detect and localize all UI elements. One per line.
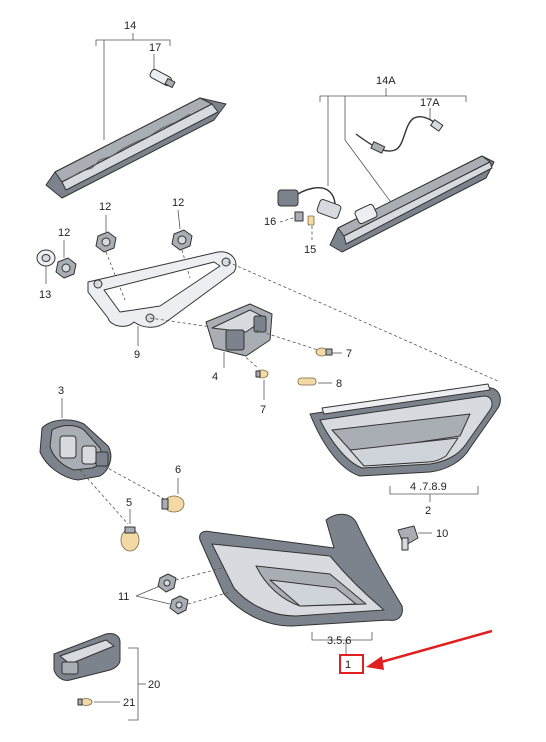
label-10[interactable]: 10	[436, 528, 448, 540]
part-17-bulb	[149, 68, 176, 89]
part-13-washer	[36, 249, 56, 267]
part-14-brake-light	[45, 68, 227, 199]
part-8-bulb	[297, 377, 317, 386]
label-13[interactable]: 13	[39, 289, 51, 301]
label-8[interactable]: 8	[336, 378, 342, 390]
part-17A-wiring	[355, 116, 444, 154]
label-9[interactable]: 9	[134, 349, 140, 361]
part-1-highlight-box	[339, 654, 364, 674]
bracket-14A	[319, 95, 467, 102]
part-7-bulb-b	[255, 369, 269, 379]
label-7b[interactable]: 7	[260, 404, 266, 416]
part-14A-brake-light	[329, 155, 495, 253]
label-6[interactable]: 6	[175, 464, 181, 476]
part-7-bulb-a	[315, 347, 333, 357]
highlight-arrow	[366, 629, 493, 670]
label-14[interactable]: 14	[124, 20, 136, 32]
part-12-nut-c	[55, 257, 77, 279]
part-16-harness	[277, 187, 342, 226]
label-15[interactable]: 15	[304, 244, 316, 256]
label-3[interactable]: 3	[58, 385, 64, 397]
part-12-nut-a	[95, 231, 117, 253]
label-16[interactable]: 16	[264, 216, 276, 228]
part-9-gasket	[87, 251, 237, 328]
bracket-1	[311, 632, 373, 641]
label-20[interactable]: 20	[148, 679, 160, 691]
part-11-nut-b	[169, 595, 189, 615]
part-12-nut-b	[171, 229, 193, 251]
label-2[interactable]: 2	[425, 505, 431, 517]
part-10-screw	[397, 525, 419, 551]
part-4-bulb-holder	[205, 303, 273, 357]
part-20-plate-light	[53, 633, 121, 681]
label-4[interactable]: 4	[212, 371, 218, 383]
label-5[interactable]: 5	[126, 497, 132, 509]
label-17[interactable]: 17	[149, 42, 161, 54]
label-11[interactable]: 11	[118, 591, 129, 603]
label-1-refs[interactable]: 3.5.6	[327, 635, 351, 647]
part-21-bulb	[77, 698, 93, 706]
label-1[interactable]: 1	[345, 659, 351, 671]
label-12b[interactable]: 12	[172, 197, 184, 209]
part-1-outer-tail-light	[199, 513, 403, 627]
label-12c[interactable]: 12	[58, 227, 70, 239]
bracket-2	[389, 486, 479, 495]
label-14A[interactable]: 14A	[376, 75, 396, 87]
part-3-bulb-carrier	[39, 419, 112, 481]
part-6-bulb	[161, 495, 185, 513]
part-2-inner-tail-light	[309, 383, 501, 477]
label-2-refs[interactable]: 4 .7.8.9	[410, 481, 447, 493]
label-17A[interactable]: 17A	[420, 97, 440, 109]
part-5-bulb	[120, 526, 140, 552]
part-11-nut-a	[157, 573, 177, 593]
label-12a[interactable]: 12	[99, 201, 111, 213]
label-21[interactable]: 21	[123, 697, 135, 709]
bracket-20	[128, 647, 139, 721]
label-7a[interactable]: 7	[346, 348, 352, 360]
